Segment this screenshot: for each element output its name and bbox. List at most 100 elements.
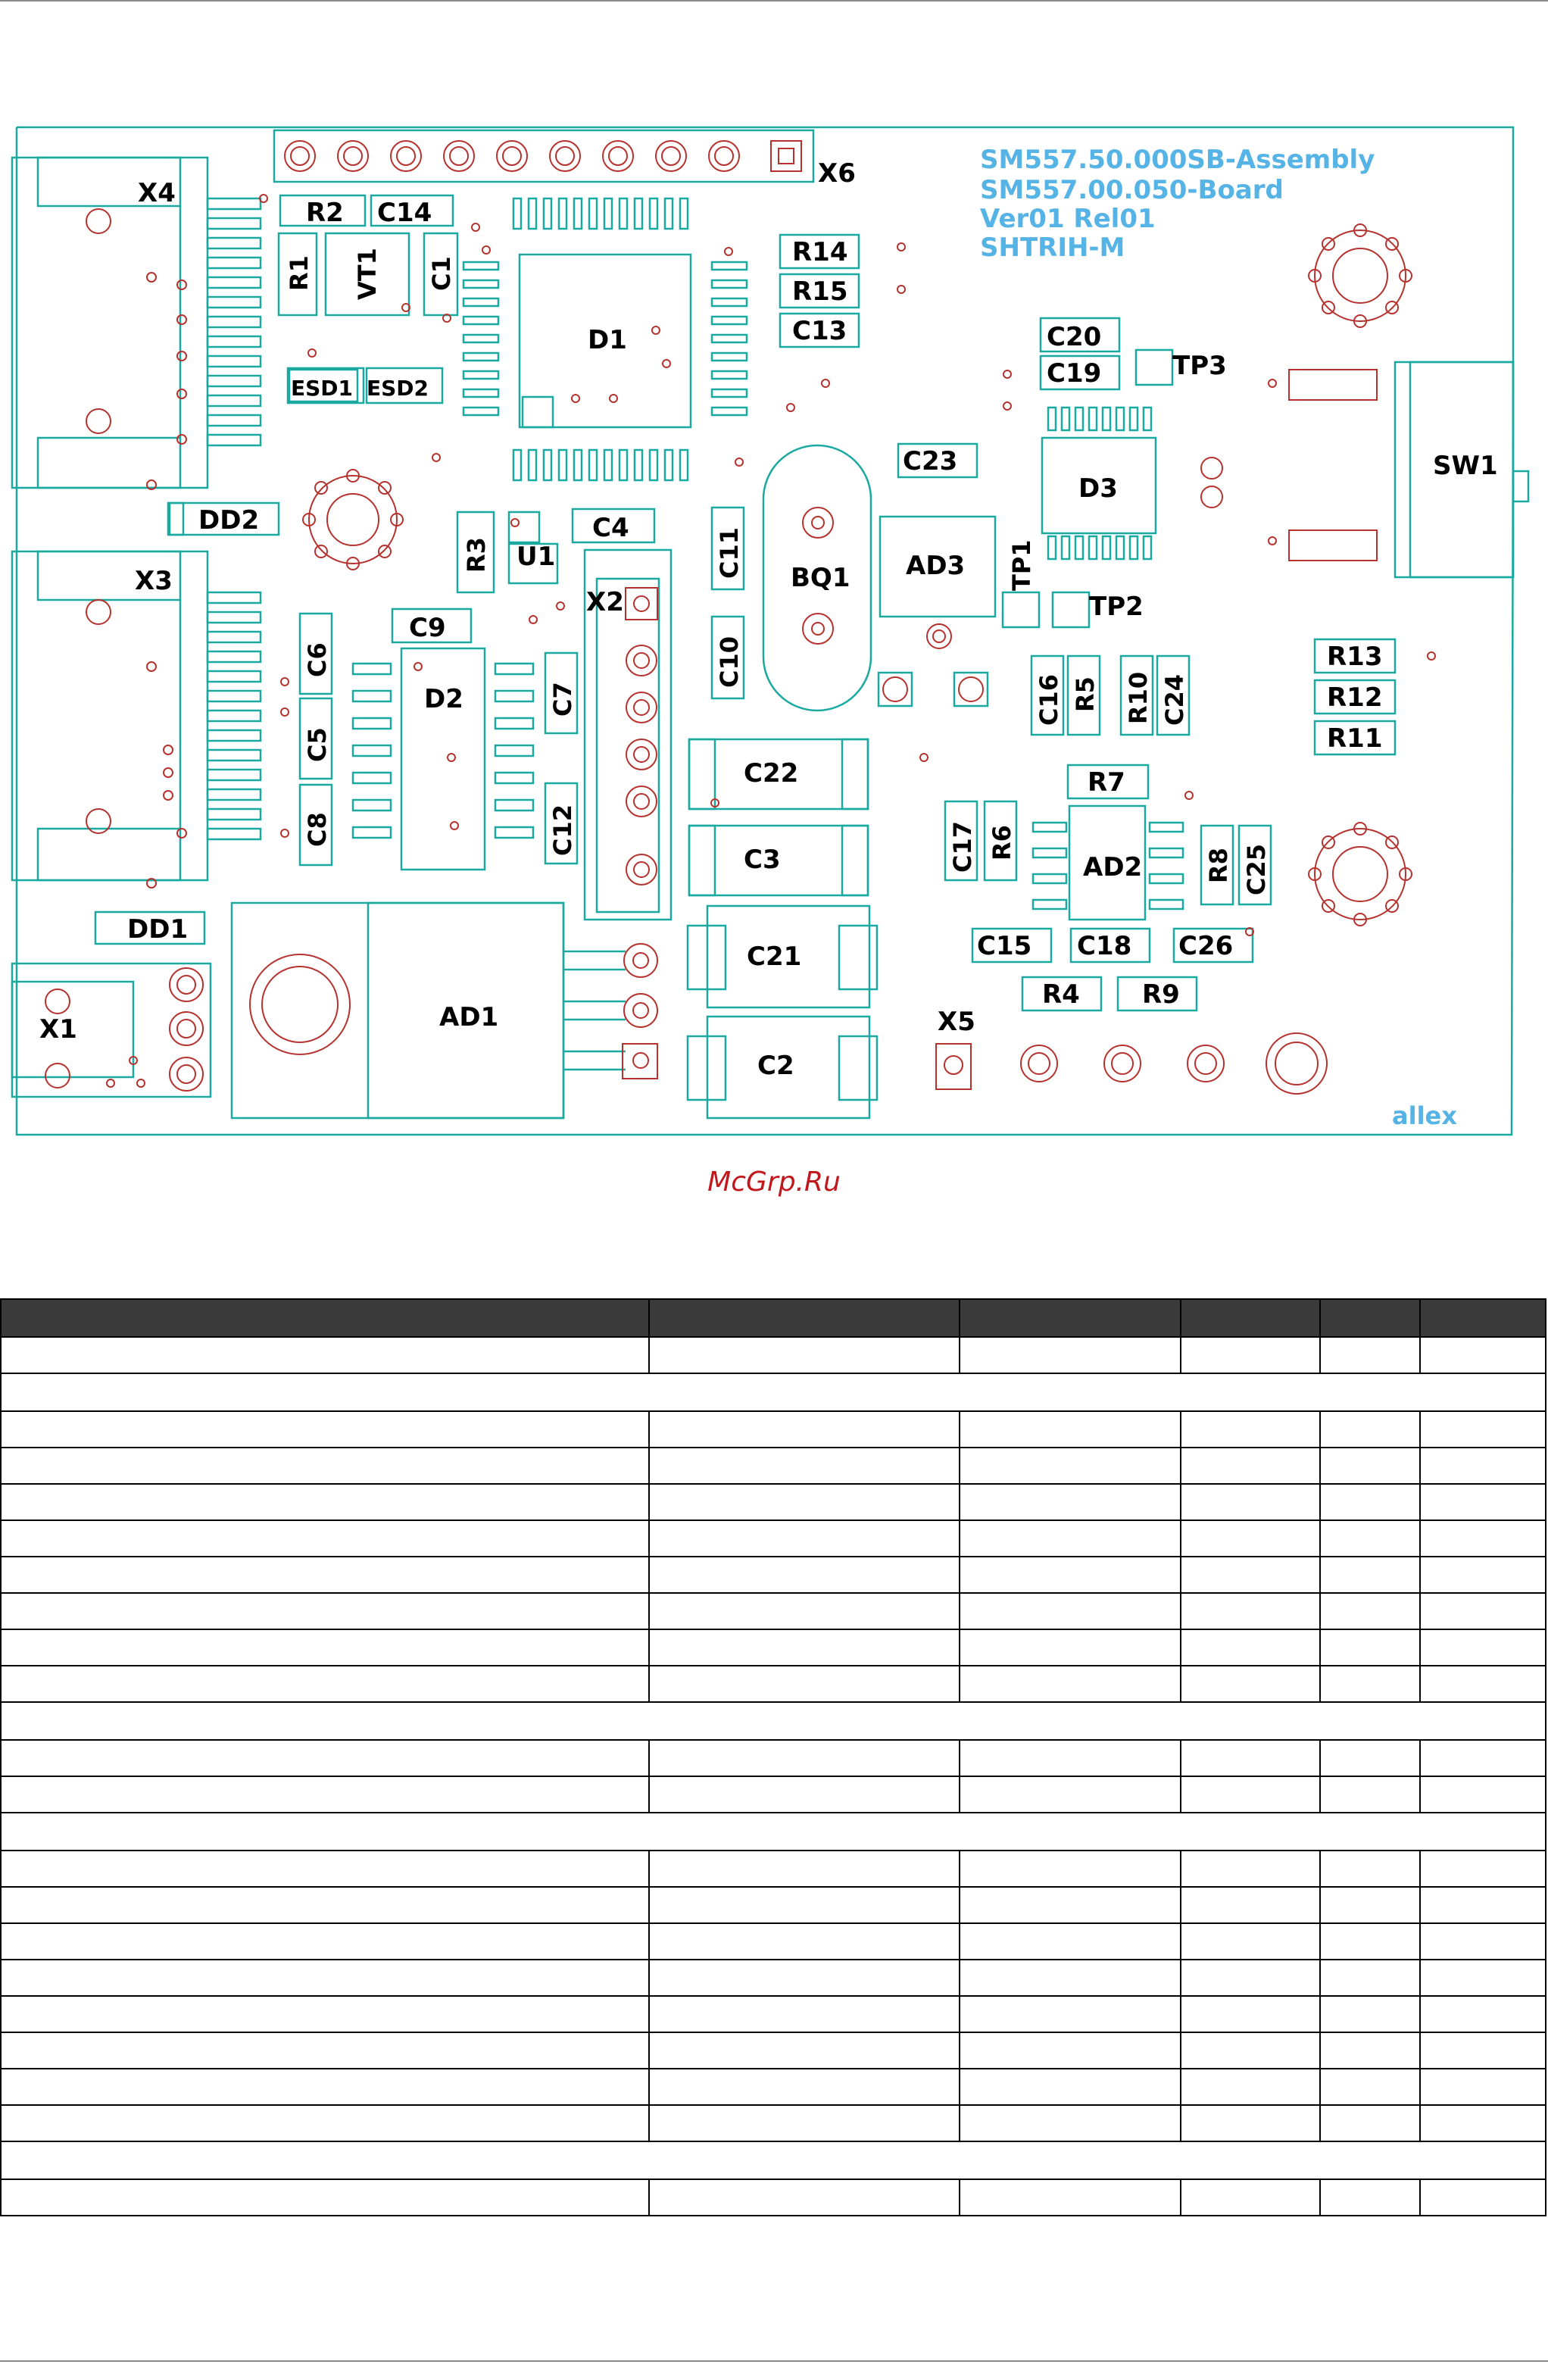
d1-pins-top — [512, 197, 689, 230]
table-section-row — [0, 1812, 1546, 1851]
label-r3: R3 — [462, 537, 491, 573]
table-header-cell — [1319, 1298, 1421, 1338]
d2-pins — [351, 662, 535, 839]
label-c19: C19 — [1047, 358, 1101, 389]
board-outline — [15, 126, 1515, 1136]
label-c8: C8 — [303, 812, 332, 847]
table-cell — [648, 1592, 960, 1630]
table-cell — [959, 2104, 1181, 2142]
table-cell — [1419, 1447, 1546, 1485]
table-header-cell — [648, 1298, 960, 1338]
table-cell — [1319, 1520, 1421, 1557]
label-r8: R8 — [1204, 848, 1233, 883]
title-line-4: SHTRIH-M — [980, 233, 1125, 263]
label-r10: R10 — [1124, 672, 1153, 724]
table-cell — [1419, 1410, 1546, 1448]
table-row — [0, 1922, 1546, 1960]
ad2-pins — [1031, 821, 1184, 910]
table-cell — [1319, 2179, 1421, 2216]
label-r13: R13 — [1327, 642, 1383, 672]
table-cell — [959, 1483, 1181, 1521]
d1-body — [518, 253, 692, 429]
d3-pins — [1047, 406, 1153, 561]
table-cell — [1180, 1410, 1321, 1448]
table-cell — [1319, 1922, 1421, 1960]
mounting-hole-bottom-right — [1308, 822, 1412, 926]
label-tp3: TP3 — [1172, 351, 1227, 381]
table-row — [0, 1886, 1546, 1924]
title-block: SM557.50.000SB-Assembly SM557.00.050-Boa… — [980, 145, 1375, 263]
table-cell — [1319, 2068, 1421, 2106]
table-cell — [1419, 1776, 1546, 1813]
table-cell — [1319, 1336, 1421, 1374]
table-header-cell — [1419, 1298, 1546, 1338]
label-c2: C2 — [757, 1051, 794, 1081]
table-section-row — [0, 2141, 1546, 2180]
table-cell — [648, 2032, 960, 2069]
table-cell — [1180, 1850, 1321, 1888]
table-cell — [959, 1959, 1181, 1997]
label-x5: X5 — [938, 1007, 975, 1037]
table-cell — [648, 2179, 960, 2216]
label-ad1: AD1 — [439, 1002, 498, 1032]
table-cell — [959, 2032, 1181, 2069]
table-cell — [959, 1520, 1181, 1557]
ad3-body — [879, 515, 997, 618]
table-cell — [0, 1701, 1546, 1741]
bq1-body — [762, 444, 872, 712]
table-row — [0, 1850, 1546, 1888]
table-cell — [648, 2068, 960, 2106]
table-cell — [1319, 1739, 1421, 1777]
table-cell — [1180, 2032, 1321, 2069]
d3-body — [1041, 436, 1157, 535]
table-cell — [648, 1995, 960, 2033]
d2-body — [400, 647, 486, 871]
table-cell — [1319, 1629, 1421, 1666]
table-cell — [1419, 1483, 1546, 1521]
table-row — [0, 1665, 1546, 1703]
table-cell — [648, 1336, 960, 1374]
label-r14: R14 — [792, 237, 848, 267]
label-bq1: BQ1 — [791, 563, 850, 593]
label-c11: C11 — [715, 527, 744, 579]
table-cell — [648, 1959, 960, 1997]
label-c12: C12 — [548, 804, 577, 856]
table-cell — [1319, 1447, 1421, 1485]
table-cell — [1180, 1629, 1321, 1666]
label-r12: R12 — [1327, 682, 1383, 713]
table-cell — [0, 1629, 650, 1666]
table-cell — [0, 1556, 650, 1594]
table-cell — [1319, 2104, 1421, 2142]
table-cell — [1419, 1886, 1546, 1924]
table-cell — [959, 1739, 1181, 1777]
table-cell — [1419, 2104, 1546, 2142]
table-cell — [0, 1886, 650, 1924]
table-cell — [1180, 1592, 1321, 1630]
table-cell — [648, 1850, 960, 1888]
label-d3: D3 — [1078, 473, 1118, 504]
label-c4: C4 — [592, 513, 629, 543]
table-row — [0, 2179, 1546, 2216]
table-cell — [1319, 1483, 1421, 1521]
table-cell — [1180, 1886, 1321, 1924]
pcb-assembly-drawing: SM557.50.000SB-Assembly SM557.00.050-Boa… — [11, 126, 1530, 1136]
table-cell — [0, 2179, 650, 2216]
table-cell — [0, 1665, 650, 1703]
table-cell — [0, 1336, 650, 1374]
table-cell — [1319, 1592, 1421, 1630]
table-cell — [0, 1447, 650, 1485]
label-c3: C3 — [744, 845, 781, 875]
table-section-row — [0, 1701, 1546, 1741]
label-c14: C14 — [377, 198, 432, 228]
label-r6: R6 — [988, 825, 1016, 860]
table-row — [0, 1447, 1546, 1485]
table-cell — [1319, 1959, 1421, 1997]
label-x6: X6 — [818, 158, 856, 189]
table-cell — [648, 1483, 960, 1521]
table-cell — [648, 1520, 960, 1557]
label-c13: C13 — [792, 316, 847, 346]
table-cell — [1180, 1447, 1321, 1485]
table-cell — [959, 2068, 1181, 2106]
label-dd2: DD2 — [198, 505, 259, 536]
label-r2: R2 — [306, 198, 344, 228]
